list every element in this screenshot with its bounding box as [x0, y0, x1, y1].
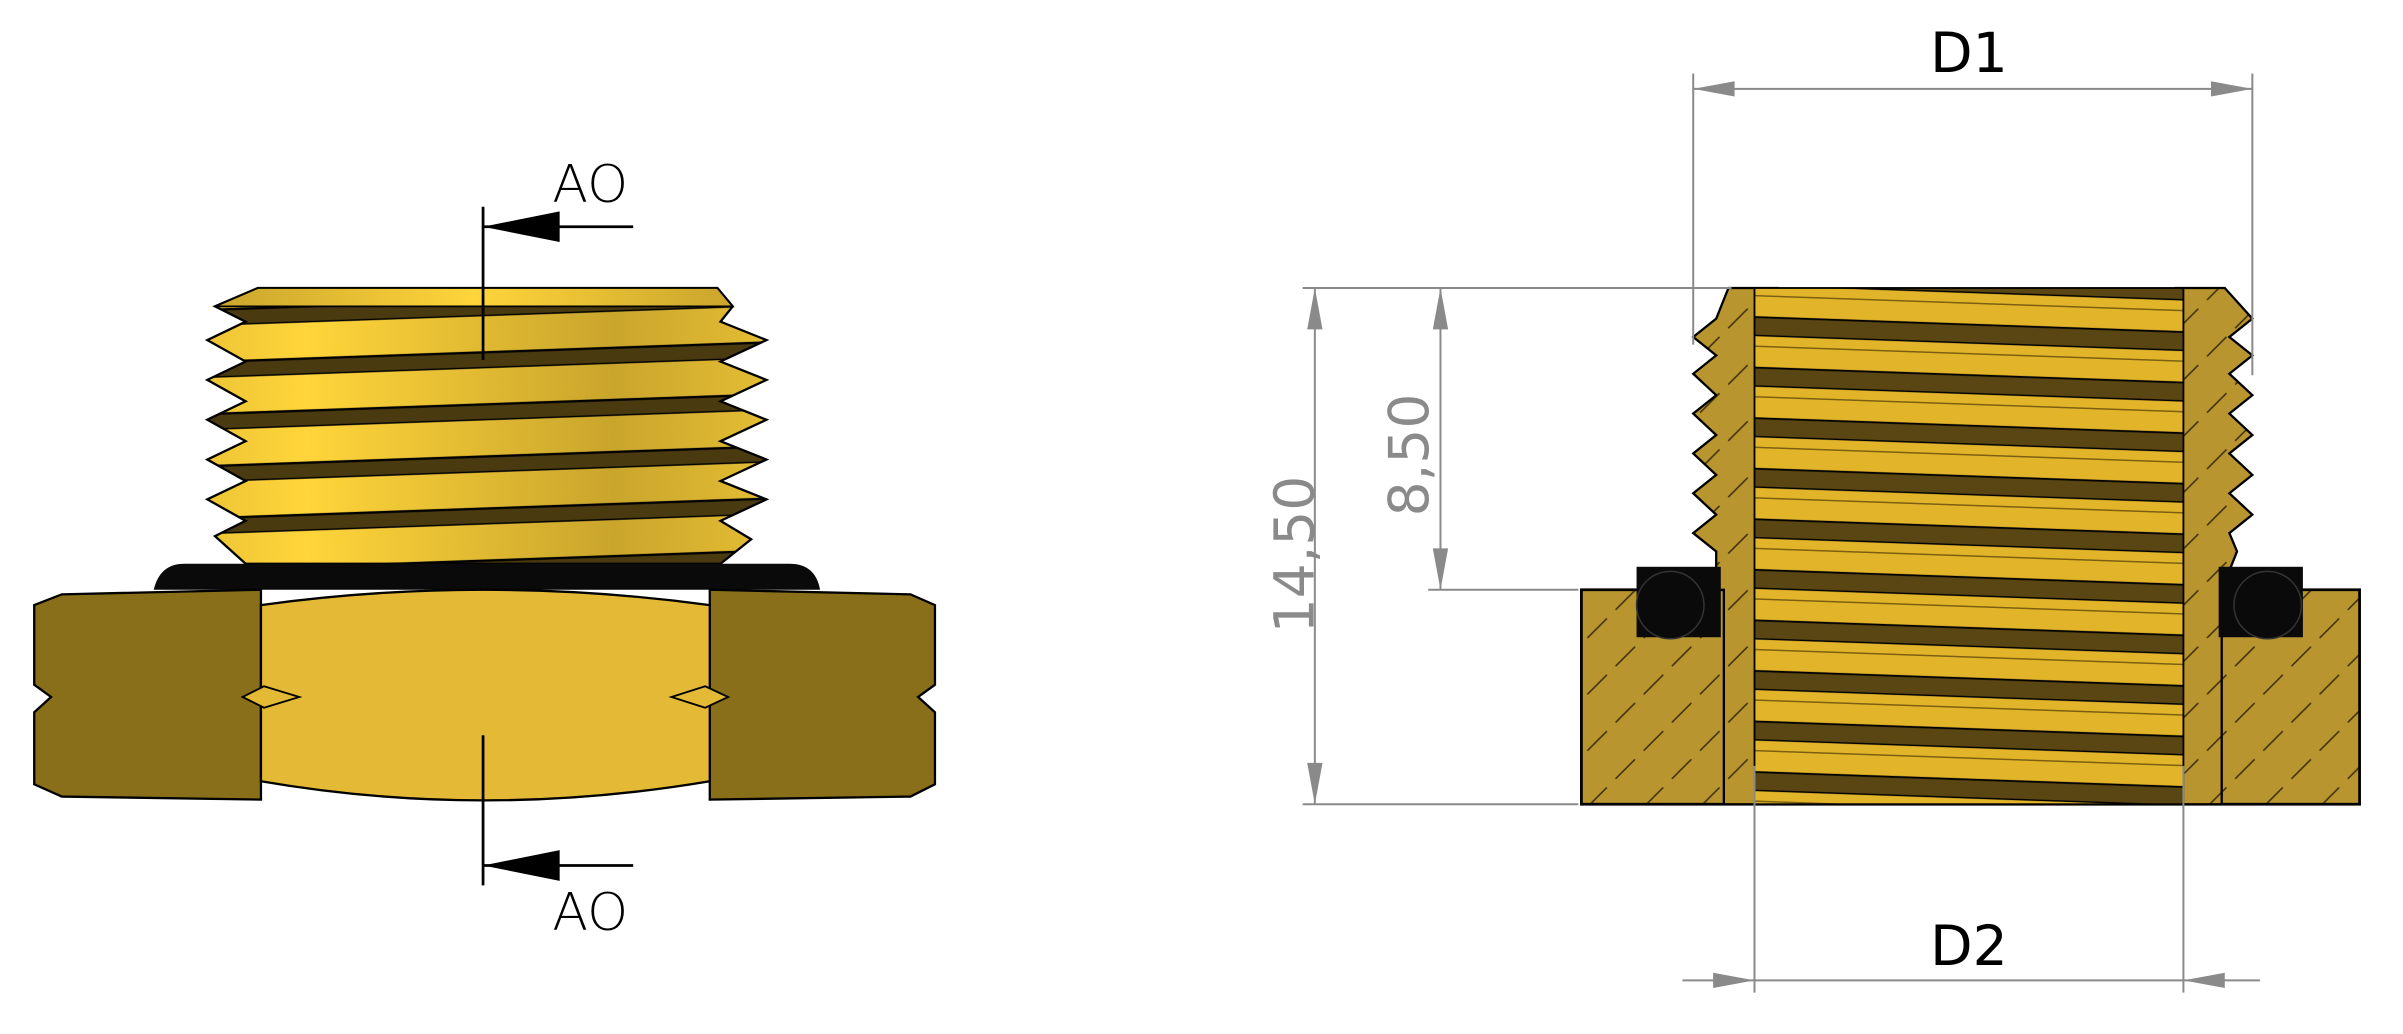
dimension-d2: D2: [1682, 765, 2261, 993]
internal-thread: [1753, 287, 2185, 806]
hex-side-right: [708, 588, 937, 801]
thread-chamfer: [214, 287, 735, 308]
dimension-d1: D1: [1692, 22, 2254, 376]
section-arrow-bottom: [483, 850, 560, 881]
dimension-total-height: 14,50: [1263, 286, 1732, 806]
hex-notch-right: [668, 685, 731, 709]
fitting-section-view: D1 D2 14,50 8,50: [1263, 22, 2361, 993]
fitting-exterior-view: AO AO: [33, 155, 937, 943]
section-label-bottom: AO: [552, 883, 628, 943]
hex-front-face: [259, 588, 711, 802]
dimension-value-thread-length: 8,50: [1378, 394, 1442, 517]
dimension-thread-length: 8,50: [1378, 287, 1579, 591]
external-thread: [204, 286, 770, 565]
o-ring-right: [2218, 566, 2303, 640]
section-indicator: AO AO: [481, 155, 634, 943]
dimension-value-total-height: 14,50: [1263, 476, 1327, 634]
dimension-label-d2: D2: [1930, 915, 2008, 979]
section-arrow-top: [483, 211, 560, 243]
dimension-label-d1: D1: [1930, 22, 2008, 86]
hex-notch-left: [240, 685, 303, 709]
o-ring-left: [1635, 566, 1721, 640]
section-label-top: AO: [552, 155, 628, 215]
hex-side-left: [33, 588, 263, 801]
o-ring: [153, 563, 821, 590]
